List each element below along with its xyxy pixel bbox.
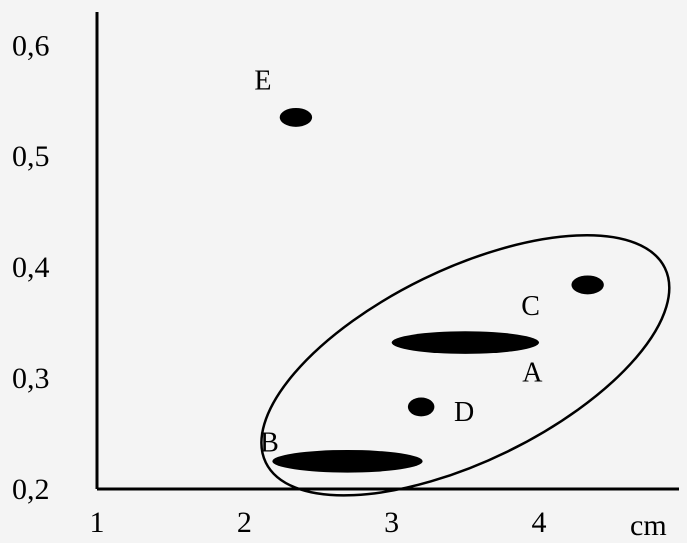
data-points [272,107,604,473]
point-label-d: D [454,397,474,428]
x-tick-labels: 1 2 3 4 [90,506,547,539]
x-tick-label: 4 [532,506,547,539]
x-axis-label: cm [630,509,667,542]
point-c [571,275,604,295]
y-tick-label: 0,3 [12,362,50,395]
point-b [272,449,423,473]
y-tick-labels: 0,2 0,3 0,4 0,5 0,6 [12,29,50,506]
y-tick-label: 0,4 [12,251,50,284]
x-tick-label: 3 [384,506,399,539]
point-d [407,397,435,417]
point-labels: E C A D B [254,65,543,458]
point-a [391,331,540,354]
point-label-e: E [254,65,271,96]
x-tick-label: 2 [237,506,252,539]
x-tick-label: 1 [90,506,105,539]
point-label-b: B [260,427,279,458]
point-label-c: C [521,291,540,322]
point-label-a: A [522,358,543,389]
y-tick-label: 0,5 [12,140,50,173]
y-tick-label: 0,6 [12,29,50,62]
point-e [279,107,313,127]
y-tick-label: 0,2 [12,473,50,506]
group-ellipse [260,234,671,497]
